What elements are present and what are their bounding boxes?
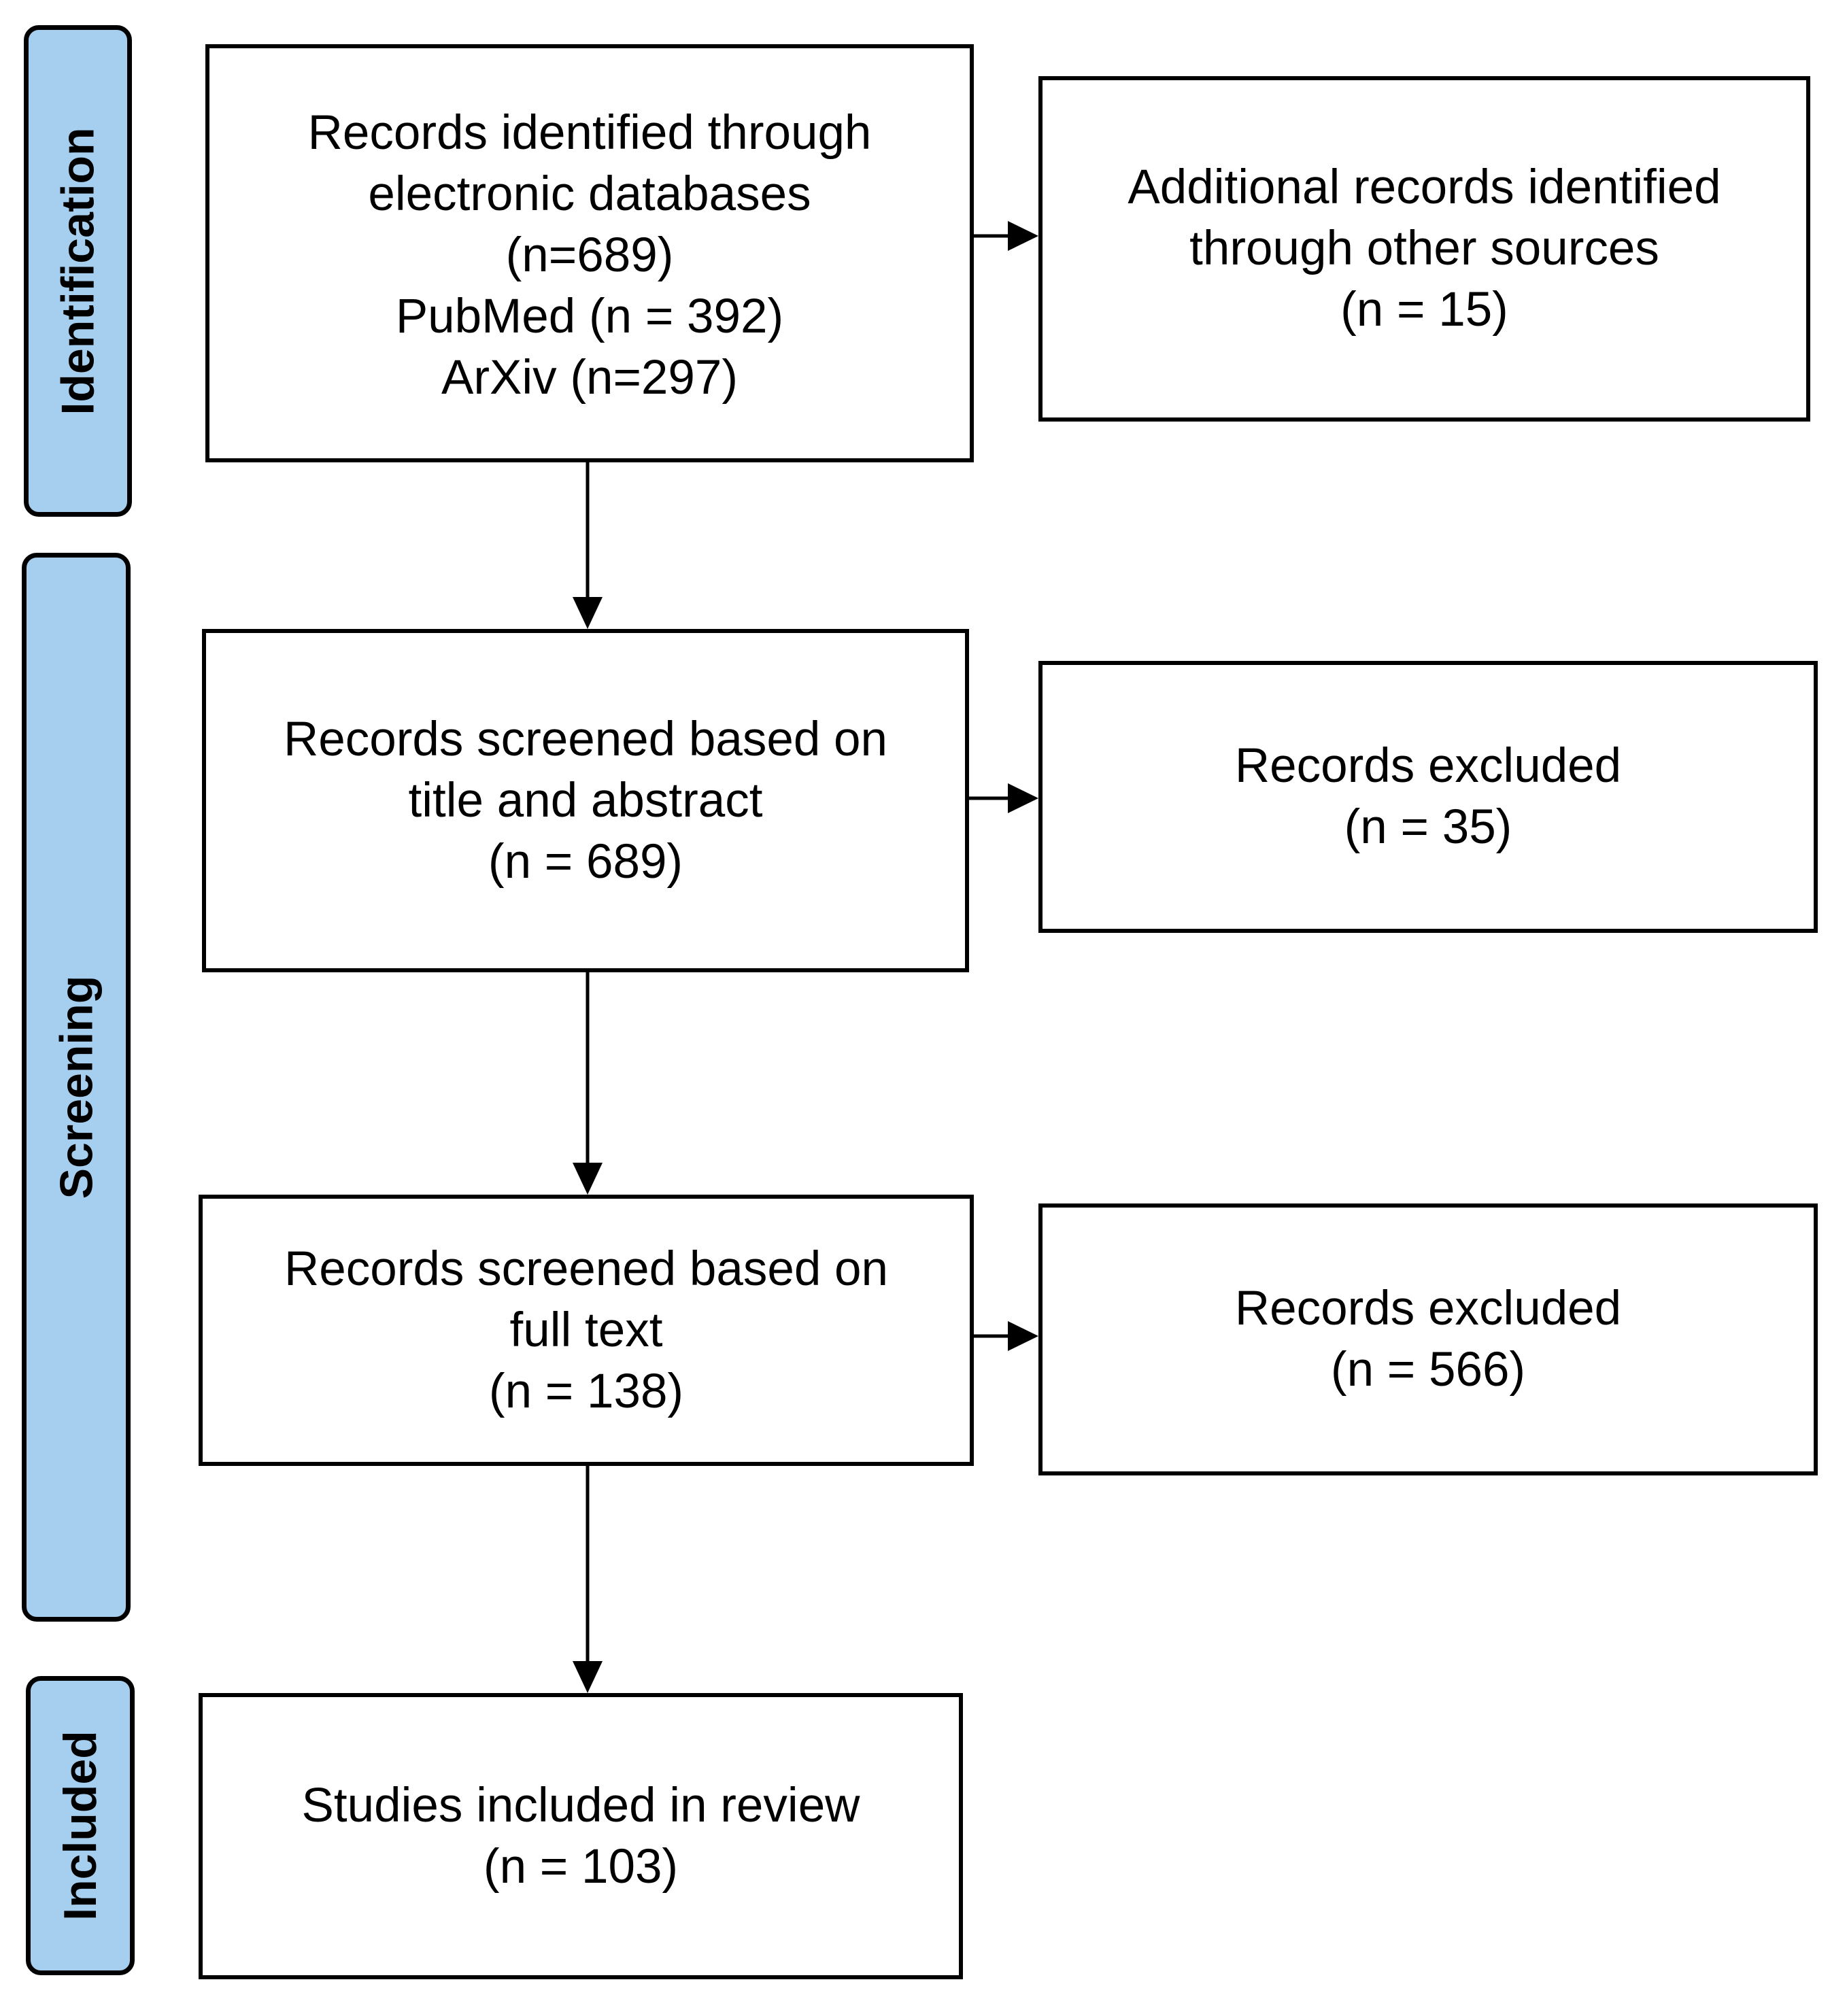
studies-included-box: Studies included in review (n = 103) — [199, 1693, 963, 1979]
phase-screening: Screening — [22, 553, 131, 1622]
studies-included-line1: Studies included in review — [301, 1778, 860, 1832]
arrow-down-identified-to-screened — [573, 462, 603, 629]
phase-included: Included — [26, 1676, 135, 1975]
records-screened-full-line3: (n = 138) — [488, 1364, 684, 1418]
additional-records-line3: (n = 15) — [1340, 283, 1508, 337]
records-screened-title-line1: Records screened based on — [283, 712, 888, 766]
records-identified-line4: PubMed (n = 392) — [395, 289, 784, 343]
records-excluded-1-box: Records excluded (n = 35) — [1038, 661, 1818, 933]
records-screened-full-box: Records screened based on full text (n =… — [199, 1195, 974, 1466]
records-screened-full-line2: full text — [509, 1303, 663, 1357]
records-screened-title-line3: (n = 689) — [488, 834, 683, 889]
records-identified-line3: (n=689) — [505, 228, 674, 282]
arrow-right-to-excluded-2 — [972, 1321, 1038, 1351]
arrow-down-screened-full-to-included — [573, 1466, 603, 1693]
additional-records-box: Additional records identified through ot… — [1038, 76, 1810, 422]
records-identified-line2: electronic databases — [368, 167, 811, 221]
arrow-down-screened-title-to-full — [573, 972, 603, 1195]
records-excluded-1-line1: Records excluded — [1234, 739, 1622, 793]
records-excluded-1-line2: (n = 35) — [1344, 800, 1512, 854]
records-screened-title-line2: title and abstract — [408, 773, 763, 827]
studies-included-line2: (n = 103) — [483, 1839, 679, 1894]
records-excluded-2-line2: (n = 566) — [1330, 1343, 1526, 1397]
additional-records-line1: Additional records identified — [1128, 160, 1721, 214]
records-excluded-2-box: Records excluded (n = 566) — [1038, 1203, 1818, 1475]
arrow-right-to-additional — [972, 221, 1038, 251]
records-identified-box: Records identified through electronic da… — [205, 44, 974, 462]
phase-identification: Identification — [24, 25, 132, 517]
additional-records-line2: through other sources — [1189, 222, 1659, 275]
records-excluded-2-line1: Records excluded — [1234, 1282, 1622, 1335]
records-identified-line1: Records identified through — [307, 105, 872, 160]
arrow-right-to-excluded-1 — [967, 783, 1038, 813]
records-screened-title-box: Records screened based on title and abst… — [202, 629, 969, 972]
records-screened-full-line1: Records screened based on — [284, 1242, 889, 1296]
records-identified-line5: ArXiv (n=297) — [441, 350, 739, 405]
